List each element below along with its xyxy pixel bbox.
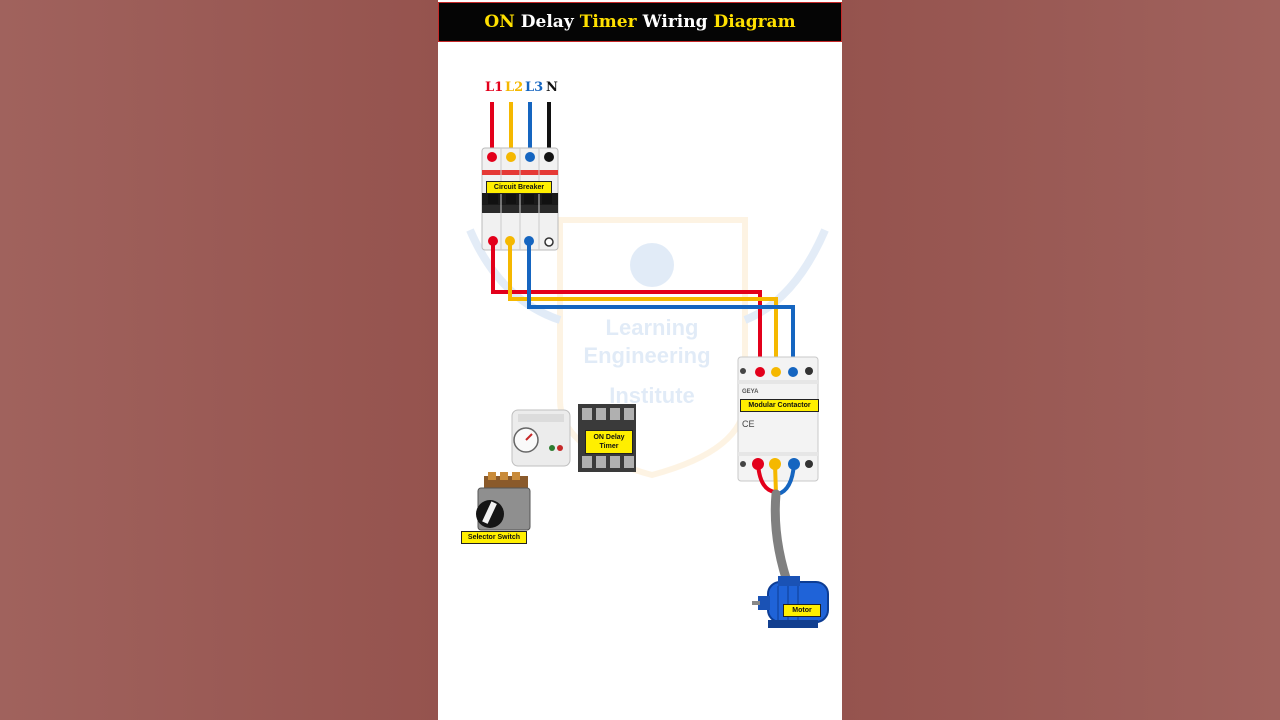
label-timer-line2: Timer <box>599 443 619 450</box>
phase-label-n: N <box>546 80 558 95</box>
label-timer-line1: ON Delay <box>593 434 625 441</box>
contactor-terminal-l1-out <box>752 458 764 470</box>
modular-contactor: GEYA CE <box>737 356 819 482</box>
watermark-line3: Institute <box>609 383 695 408</box>
title-bar: ON Delay Timer Wiring Diagram <box>438 2 842 42</box>
title-word-delay: Delay <box>520 12 574 32</box>
contactor-terminal-l2-in <box>771 367 781 377</box>
right-background <box>842 0 1280 720</box>
title-word-on: ON <box>484 12 515 32</box>
phase-label-l3: L3 <box>525 80 544 95</box>
title-word-diagram: Diagram <box>713 12 796 32</box>
label-circuit-breaker: Circuit Breaker <box>486 181 552 194</box>
contactor-terminal-l3-out <box>788 458 800 470</box>
cb-terminal-l1-out <box>488 236 498 246</box>
left-background <box>0 0 438 720</box>
motor-cable <box>770 489 795 595</box>
contactor-terminal-l1-in <box>755 367 765 377</box>
cb-terminal-n-in <box>544 152 554 162</box>
phase-label-l1: L1 <box>485 80 504 95</box>
title-word-wiring: Wiring <box>642 12 708 32</box>
cb-terminal-l3-out <box>524 236 534 246</box>
title-word-timer: Timer <box>579 12 637 32</box>
contactor-terminal-l2-out <box>769 458 781 470</box>
label-motor: Motor <box>783 604 821 617</box>
phase-label-l2: L2 <box>505 80 524 95</box>
cb-terminal-l1-in <box>487 152 497 162</box>
watermark-line2: Engineering <box>583 343 710 368</box>
cb-terminal-l2-out <box>505 236 515 246</box>
contactor-terminal-l3-in <box>788 367 798 377</box>
motor-body <box>752 576 829 628</box>
svg-text:GEYA: GEYA <box>742 389 759 395</box>
label-modular-contactor: Modular Contactor <box>740 399 819 412</box>
watermark-line1: Learning <box>606 315 699 340</box>
selector-switch <box>476 472 531 531</box>
wire-l2-to-contactor <box>508 241 778 372</box>
timer-device <box>511 409 571 467</box>
circuit-breaker <box>481 147 559 251</box>
label-on-delay-timer: ON Delay Timer <box>585 430 633 454</box>
cb-terminal-l2-in <box>506 152 516 162</box>
wire-l3-to-contactor <box>527 241 795 372</box>
wire-l1-to-contactor <box>491 241 762 372</box>
cb-terminal-l3-in <box>525 152 535 162</box>
svg-text:CE: CE <box>742 419 755 429</box>
label-selector-switch: Selector Switch <box>461 531 527 544</box>
